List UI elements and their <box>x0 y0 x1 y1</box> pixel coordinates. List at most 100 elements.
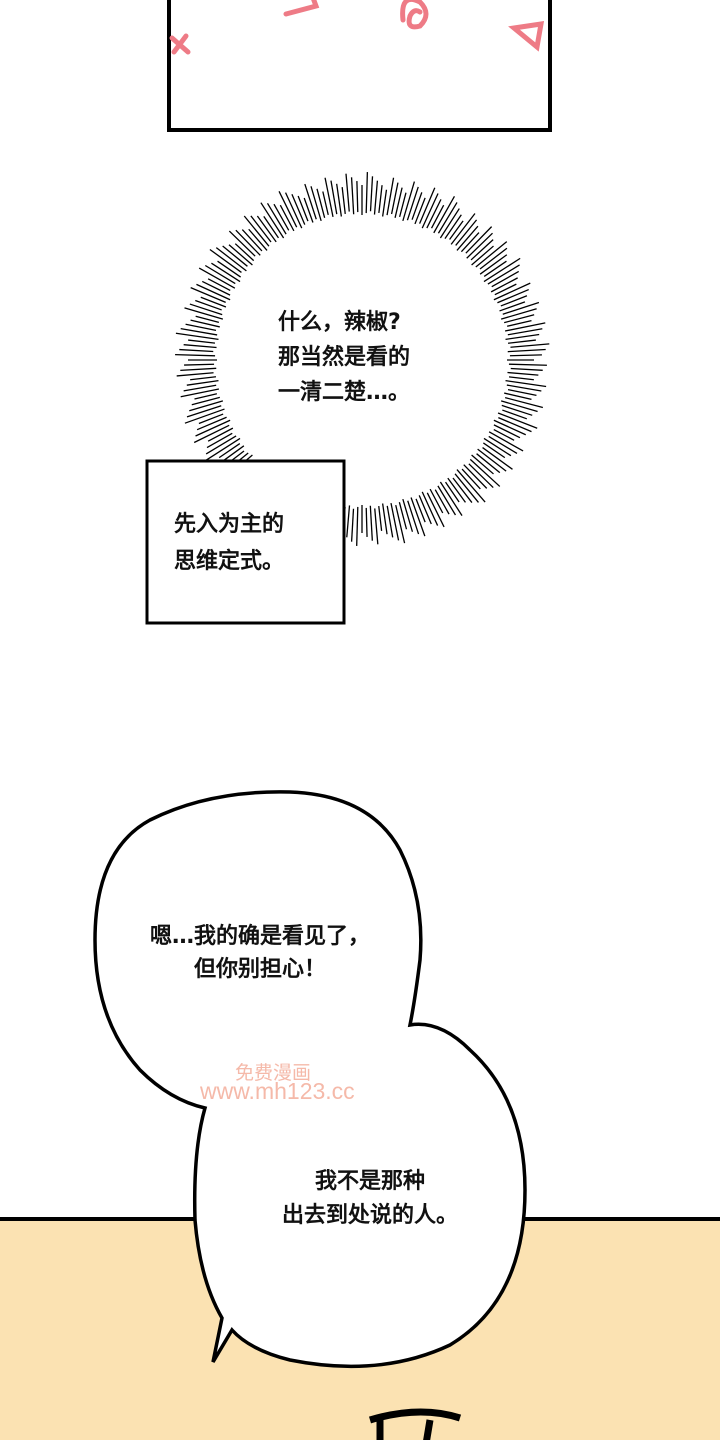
burst-line <box>200 296 227 308</box>
top-panel <box>167 0 552 132</box>
burst-line <box>183 344 217 349</box>
burst-line <box>234 243 255 262</box>
burst-line <box>445 481 460 503</box>
burst-line <box>471 454 494 475</box>
burst-line <box>180 388 220 398</box>
burst-line <box>419 187 436 224</box>
cross-doodle <box>169 33 191 55</box>
burst-line <box>248 228 268 251</box>
burst-line <box>502 301 540 315</box>
burst-line <box>185 323 217 332</box>
burst-line <box>386 177 395 216</box>
burst-line <box>279 204 295 232</box>
burst-line <box>378 185 383 214</box>
speech-line: 但你别担心！ <box>193 957 326 982</box>
burst-line <box>373 180 379 215</box>
burst-line <box>483 257 521 283</box>
triangle-doodle <box>283 0 320 17</box>
burst-line <box>507 388 537 396</box>
burst-line <box>426 199 442 229</box>
burst-line <box>322 191 329 216</box>
burst-line <box>414 197 426 225</box>
watermark-url: www.mh123.cc <box>200 1078 355 1104</box>
burst-line <box>421 491 439 526</box>
burst-line <box>500 308 537 320</box>
burst-line <box>507 339 536 344</box>
burst-line <box>395 504 406 544</box>
burst-line <box>198 413 224 425</box>
burst-line <box>488 435 518 455</box>
triangle-doodle-2 <box>508 21 545 52</box>
burst-line <box>381 503 388 535</box>
burst-line <box>500 400 538 413</box>
burst-line <box>506 319 532 327</box>
burst-line <box>411 192 423 220</box>
burst-line <box>196 416 227 431</box>
burst-line <box>356 181 359 213</box>
speech-bubble <box>93 790 527 1369</box>
burst-line <box>180 327 218 336</box>
burst-line <box>346 505 351 538</box>
burst-line <box>209 248 242 273</box>
burst-line <box>207 427 234 442</box>
burst-line <box>310 186 322 222</box>
burst-line <box>175 354 216 357</box>
burst-line <box>390 502 400 541</box>
burst-line <box>235 229 261 256</box>
burst-line <box>207 278 231 292</box>
burst-line <box>193 424 230 444</box>
burst-line <box>179 348 214 353</box>
burst-line <box>374 508 379 545</box>
burst-line <box>402 498 414 532</box>
burst-line <box>433 195 456 234</box>
burst-line <box>465 226 493 254</box>
burst-line <box>303 197 314 223</box>
burst-line <box>190 286 226 303</box>
burst-line <box>499 301 526 312</box>
burst-line <box>241 229 263 252</box>
speech-line: 出去到处说的人。 <box>281 1203 458 1228</box>
burst-line <box>483 437 512 457</box>
thought-burst <box>175 172 550 546</box>
burst-line <box>183 384 217 392</box>
burst-line <box>508 363 547 366</box>
burst-line <box>356 506 359 546</box>
pink-doodles <box>169 0 545 55</box>
burst-line <box>450 213 476 245</box>
burst-line <box>175 332 219 341</box>
burst-line <box>402 181 416 222</box>
burst-line <box>406 186 419 221</box>
burst-line <box>341 187 346 215</box>
burst-line <box>381 189 388 217</box>
thought-line: 那当然是看的 <box>278 345 411 370</box>
burst-line <box>176 372 214 377</box>
burst-line <box>469 458 501 487</box>
burst-line <box>369 505 373 541</box>
burst-line <box>418 495 432 525</box>
burst-line <box>507 348 546 353</box>
burst-line <box>493 282 531 301</box>
speech-text-2: 我不是那种 出去到处说的人。 <box>250 1165 490 1233</box>
burst-line <box>316 188 326 218</box>
burst-line <box>256 215 277 243</box>
burst-line <box>482 442 506 459</box>
burst-line <box>476 453 501 474</box>
burst-line <box>483 260 507 277</box>
burst-line <box>273 203 290 231</box>
burst-line <box>454 473 479 503</box>
burst-line <box>430 204 445 229</box>
burst-line <box>195 315 220 324</box>
burst-line <box>350 177 355 215</box>
spiral-doodle <box>400 0 429 30</box>
burst-line <box>324 177 334 218</box>
burst-line <box>504 314 535 324</box>
burst-line <box>330 180 338 215</box>
burst-line <box>477 448 507 472</box>
burst-line <box>291 193 306 225</box>
burst-line <box>365 507 368 537</box>
burst-line <box>508 376 534 381</box>
burst-line <box>449 220 464 240</box>
speech-line: 嗯…我的确是看见了， <box>149 924 370 949</box>
burst-line <box>345 173 350 212</box>
burst-line <box>386 505 394 538</box>
